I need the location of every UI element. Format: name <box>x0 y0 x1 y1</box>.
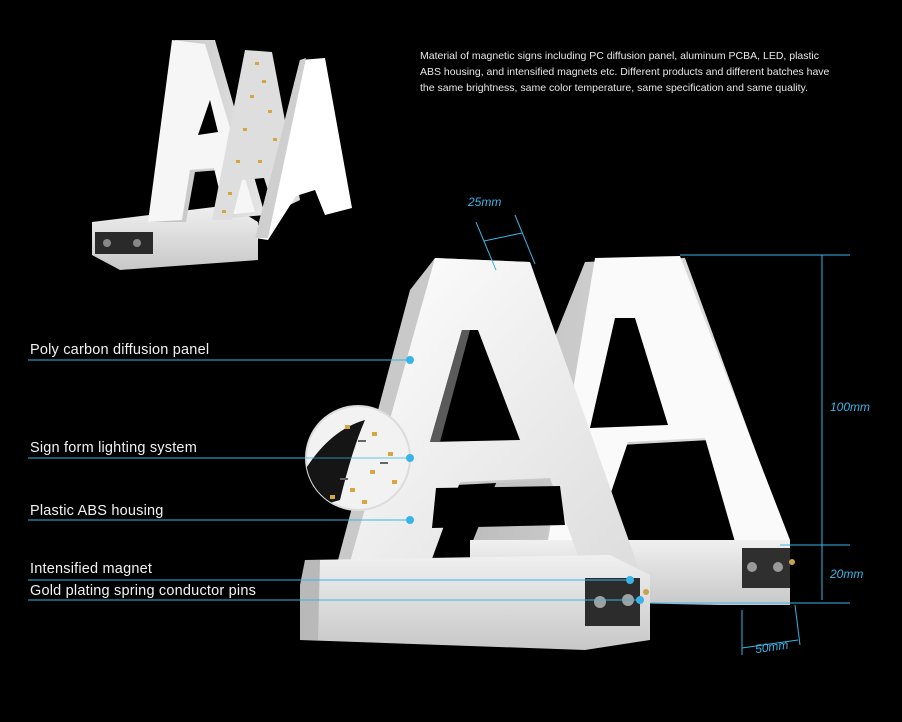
dimension-base-height: 20mm <box>830 567 864 581</box>
label-lighting-system: Sign form lighting system <box>30 440 197 456</box>
label-abs-housing: Plastic ABS housing <box>30 503 164 519</box>
label-conductor-pins: Gold plating spring conductor pins <box>30 583 257 599</box>
small-product-image <box>92 40 352 270</box>
label-magnet: Intensified magnet <box>30 561 153 577</box>
dimension-lines <box>475 214 850 655</box>
dimension-stroke-width: 25mm <box>468 195 502 209</box>
product-description: Material of magnetic signs including PC … <box>420 50 830 94</box>
front-letter-a <box>300 258 650 650</box>
label-diffusion-panel: Poly carbon diffusion panel <box>30 342 210 358</box>
callout-dots <box>406 356 644 604</box>
dimension-height: 100mm <box>830 400 871 414</box>
callout-lines <box>28 359 640 601</box>
